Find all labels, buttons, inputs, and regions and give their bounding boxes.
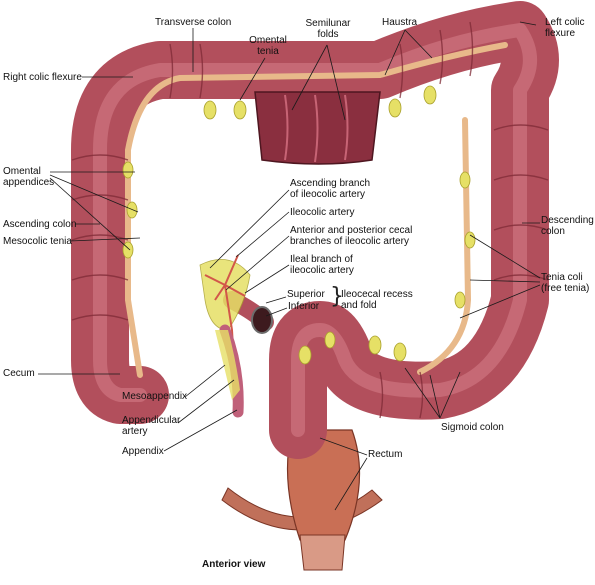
leader-ileocolic-artery [235, 211, 290, 258]
leader-rectum-2 [334, 457, 368, 511]
leader-sigmoid-colon-2 [429, 374, 441, 419]
leader-appendicular-artery [177, 379, 235, 424]
figure-caption: Anterior view [202, 559, 266, 570]
label-ascending-branch-line-2: of ileocolic artery [290, 189, 366, 200]
label-rectum: Rectum [368, 449, 403, 460]
label-ileal-branch-line-1: Ileal branch of [290, 254, 353, 265]
label-appendicular-artery-line-2: artery [122, 426, 148, 437]
label-descending-colon-line-2: colon [541, 226, 565, 237]
ileocecal-brace: } [330, 284, 344, 309]
label-omental-appendices-line-2: appendices [3, 177, 55, 188]
leader-superior [265, 296, 287, 304]
leader-ascending-branch [209, 189, 290, 269]
label-tenia-coli: Tenia coli (free tenia) [541, 272, 589, 294]
label-cecal-branches: Anterior and posterior cecal branches of… [290, 225, 412, 247]
label-ileocecal-recess-line-2: and fold [341, 300, 377, 311]
label-omental-tenia: Omental tenia [248, 35, 288, 57]
label-omental-appendices-line-1: Omental [3, 166, 41, 177]
leader-tenia-coli-1 [469, 234, 541, 279]
label-superior: Superior [287, 289, 325, 300]
leader-lines [38, 21, 541, 511]
ileum-opening [251, 306, 273, 334]
label-cecal-branches-line-1: Anterior and posterior cecal [290, 225, 413, 236]
leader-haustra-2 [404, 29, 433, 59]
leader-mesoappendix [184, 364, 226, 398]
label-tenia-coli-line-2: (free tenia) [541, 283, 590, 294]
label-semilunar-folds-line-2: folds [317, 29, 339, 40]
label-inferior: Inferior [288, 301, 320, 312]
label-ileocecal-recess: Ileocecal recess and fold [341, 289, 413, 311]
label-haustra: Haustra [382, 17, 418, 28]
mesentery-fat [199, 258, 251, 331]
label-semilunar-folds: Semilunar folds [303, 18, 353, 40]
leader-sigmoid-colon-3 [439, 371, 461, 419]
anal-canal-shape [299, 534, 346, 571]
label-cecum: Cecum [3, 368, 35, 379]
label-ileal-branch-line-2: ileocolic artery [290, 265, 354, 276]
leader-semilunar-folds-2 [326, 44, 346, 121]
label-descending-colon-line-1: Descending [541, 215, 594, 226]
label-ileal-branch: Ileal branch of ileocolic artery [290, 254, 354, 276]
leader-omental-appendices-3 [49, 177, 131, 251]
leader-tenia-coli-3 [459, 284, 541, 319]
colon-highlight [93, 23, 537, 437]
label-right-colic-flexure: Right colic flexure [3, 72, 82, 83]
label-ileocecal-recess-line-1: Ileocecal recess [341, 289, 413, 300]
label-omental-tenia-line-2: tenia [257, 46, 279, 57]
leader-haustra-1 [384, 29, 406, 76]
label-left-colic-flexure: Left colic flexure [545, 17, 584, 39]
leader-ileal-branch [244, 264, 290, 294]
label-omental-tenia-line-1: Omental [249, 35, 287, 46]
leader-tenia-coli-2 [469, 279, 541, 283]
label-descending-colon: Descending colon [541, 215, 594, 237]
semilunar-fold-lines [284, 94, 349, 163]
label-appendix: Appendix [122, 446, 164, 457]
leader-sigmoid-colon-1 [404, 367, 441, 419]
leader-left-colic-flexure [519, 21, 537, 26]
leader-omental-appendices-2 [49, 174, 139, 213]
label-mesoappendix: Mesoappendix [122, 391, 188, 402]
mesoappendix-shape [215, 330, 240, 400]
omental-appendices [122, 85, 476, 365]
label-tenia-coli-line-1: Tenia coli [541, 272, 583, 283]
label-semilunar-folds-line-1: Semilunar [305, 18, 351, 29]
leader-rectum-1 [319, 437, 368, 456]
leader-cecal-branches [225, 235, 290, 291]
leader-appendix [163, 409, 238, 452]
label-cecal-branches-line-2: branches of ileocolic artery [290, 236, 409, 247]
label-ileocolic-artery: Ileocolic artery [290, 207, 355, 218]
label-left-colic-flexure-line-1: Left colic [545, 17, 585, 28]
label-appendicular-artery: Appendicular artery [122, 415, 180, 437]
large-intestine-drawing [71, 1, 559, 571]
leader-mesocolic-tenia [69, 237, 141, 242]
label-ascending-branch-line-1: Ascending branch [290, 178, 371, 189]
tenia-band [125, 42, 508, 378]
label-transverse-colon: Transverse colon [155, 17, 232, 28]
leader-inferior [265, 307, 288, 317]
label-left-colic-flexure-line-2: flexure [545, 28, 576, 39]
label-mesocolic-tenia: Mesocolic tenia [3, 236, 72, 247]
leader-omental-tenia [239, 57, 266, 101]
leader-semilunar-folds-1 [291, 44, 328, 111]
label-ascending-branch: Ascending branch of ileocolic artery [290, 178, 370, 200]
label-sigmoid-colon: Sigmoid colon [441, 422, 504, 433]
label-appendicular-artery-line-1: Appendicular [122, 415, 181, 426]
label-omental-appendices: Omental appendices [3, 166, 54, 188]
label-ascending-colon: Ascending colon [3, 219, 77, 230]
